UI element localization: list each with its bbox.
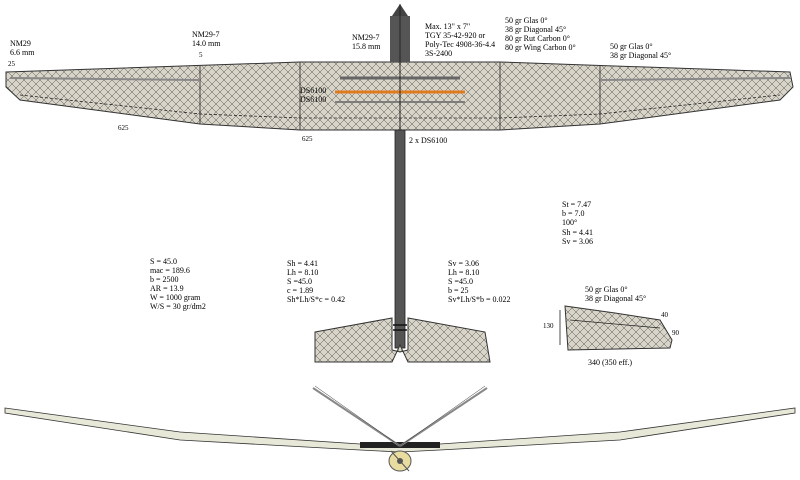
fin-layup: 50 gr Glas 0° 38 gr Diagonal 45° <box>585 285 646 303</box>
svg-text:b = 7.0: b = 7.0 <box>562 209 585 218</box>
tip-airfoil-name: NM29 <box>10 39 31 48</box>
svg-text:TGY 35-42-920 or: TGY 35-42-920 or <box>425 31 485 40</box>
fin-span-dim: 340 (350 eff.) <box>588 358 632 367</box>
svg-text:38 gr Diagonal 45°: 38 gr Diagonal 45° <box>585 294 646 303</box>
svg-text:Sv = 3.06: Sv = 3.06 <box>448 259 479 268</box>
svg-text:38 gr Diagonal 45°: 38 gr Diagonal 45° <box>610 51 671 60</box>
svg-text:mac = 189.6: mac = 189.6 <box>150 266 190 275</box>
center-layup: 50 gr Glas 0° 38 gr Diagonal 45° 80 gr R… <box>505 16 576 52</box>
svg-text:b = 2500: b = 2500 <box>150 275 179 284</box>
svg-text:S =45.0: S =45.0 <box>448 277 473 286</box>
svg-text:3S-2400: 3S-2400 <box>425 49 452 58</box>
svg-text:Max. 13" x 7": Max. 13" x 7" <box>425 22 470 31</box>
svg-text:Lh = 8.10: Lh = 8.10 <box>448 268 479 277</box>
wing-params: S = 45.0 mac = 189.6 b = 2500 AR = 13.9 … <box>150 257 206 311</box>
svg-text:80 gr Wing Carbon 0°: 80 gr Wing Carbon 0° <box>505 43 576 52</box>
fuselage-servo-label: 2 x DS6100 <box>409 136 447 145</box>
wing-servo-label-2: DS6100 <box>300 95 326 104</box>
front-view <box>4 385 796 472</box>
left-panel-dim: 625 <box>118 124 129 132</box>
tail-planform <box>314 317 491 363</box>
svg-text:W/S = 30 gr/dm2: W/S = 30 gr/dm2 <box>150 302 206 311</box>
svg-text:S = 45.0: S = 45.0 <box>150 257 177 266</box>
svg-text:Sv*Lh/S*b = 0.022: Sv*Lh/S*b = 0.022 <box>448 295 511 304</box>
htail-params: Sh = 4.41 Lh = 8.10 S =45.0 c = 1.89 Sh*… <box>287 259 345 304</box>
svg-text:80 gr Rut Carbon 0°: 80 gr Rut Carbon 0° <box>505 34 570 43</box>
fin-side-view <box>559 305 673 351</box>
svg-text:Poly-Tec 4908-36-4.4: Poly-Tec 4908-36-4.4 <box>425 40 495 49</box>
fin-root-dim: 130 <box>543 322 554 330</box>
mid-chord-dim: 5 <box>199 51 203 59</box>
svg-text:100°: 100° <box>562 218 577 227</box>
mid-airfoil-name: NM29-7 <box>192 30 220 39</box>
svg-text:St = 7.47: St = 7.47 <box>562 200 591 209</box>
wing-servo-label: DS6100 <box>300 86 326 95</box>
root-airfoil-name: NM29-7 <box>352 33 380 42</box>
svg-text:W = 1000 gram: W = 1000 gram <box>150 293 201 302</box>
root-airfoil-thickness: 15.8 mm <box>352 42 381 51</box>
svg-text:b = 25: b = 25 <box>448 286 469 295</box>
tip-airfoil-thickness: 6.6 mm <box>10 48 35 57</box>
tip-layup: 50 gr Glas 0° 38 gr Diagonal 45° <box>610 42 671 60</box>
svg-text:50 gr Glas 0°: 50 gr Glas 0° <box>610 42 653 51</box>
vtail-params: Sv = 3.06 Lh = 8.10 S =45.0 b = 25 Sv*Lh… <box>448 259 511 304</box>
svg-text:S =45.0: S =45.0 <box>287 277 312 286</box>
svg-text:c = 1.89: c = 1.89 <box>287 286 313 295</box>
fuselage <box>390 4 410 349</box>
fin-top-dim: 40 <box>661 311 669 319</box>
svg-text:Sh = 4.41: Sh = 4.41 <box>562 228 593 237</box>
svg-text:38 gr Diagonal 45°: 38 gr Diagonal 45° <box>505 25 566 34</box>
svg-text:50 gr Glas 0°: 50 gr Glas 0° <box>585 285 628 294</box>
svg-text:Lh = 8.10: Lh = 8.10 <box>287 268 318 277</box>
mid-airfoil-thickness: 14.0 mm <box>192 39 221 48</box>
svg-text:AR = 13.9: AR = 13.9 <box>150 284 184 293</box>
svg-text:Sv = 3.06: Sv = 3.06 <box>562 237 593 246</box>
svg-text:Sh*Lh/S*c = 0.42: Sh*Lh/S*c = 0.42 <box>287 295 345 304</box>
svg-text:Sh = 4.41: Sh = 4.41 <box>287 259 318 268</box>
motor-spec: Max. 13" x 7" TGY 35-42-920 or Poly-Tec … <box>425 22 495 58</box>
fin-tip-dim: 90 <box>672 329 680 337</box>
svg-text:50 gr Glas 0°: 50 gr Glas 0° <box>505 16 548 25</box>
vtail-calc: St = 7.47 b = 7.0 100° Sh = 4.41 Sv = 3.… <box>562 200 593 246</box>
center-panel-dim: 625 <box>302 135 313 143</box>
tip-chord-dim: 25 <box>8 60 16 68</box>
